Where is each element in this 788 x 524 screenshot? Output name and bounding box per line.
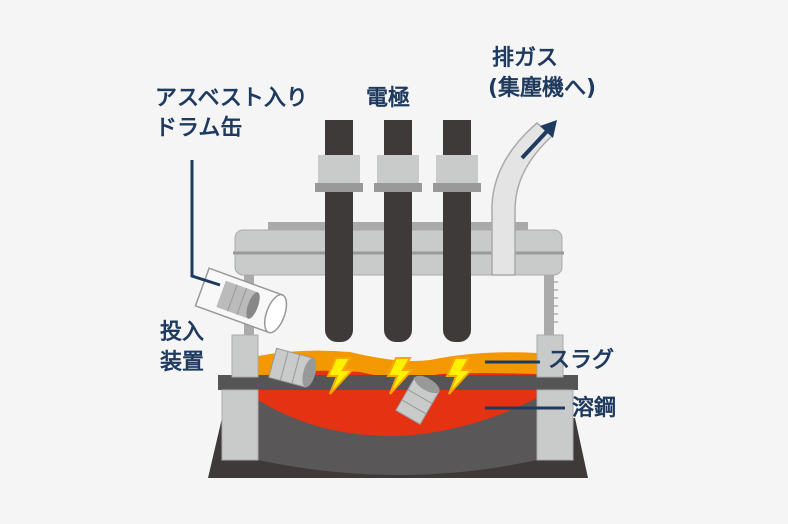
feeder-label-line1: 投入 (160, 320, 205, 345)
drum-in-slag (268, 347, 317, 388)
exhaust-arrow (520, 126, 552, 160)
electrodes (315, 120, 481, 342)
drum-label-line2: ドラム缶 (155, 116, 243, 141)
right-pillar (536, 334, 564, 378)
exhaust-arrow-head (540, 120, 557, 138)
drum-in-steel (395, 375, 440, 426)
exhaust-label-line2: (集塵機へ) (488, 76, 597, 101)
spark-icons (326, 357, 474, 395)
drum-label: アスベスト入り ドラム缶 (155, 84, 308, 144)
exhaust-label-line1: 排ガス (492, 46, 559, 71)
drum-leader-line (190, 160, 221, 287)
feeder-label-line2: 装置 (160, 350, 205, 375)
feeder-chute (194, 267, 288, 334)
spark-icon (445, 357, 474, 395)
electrode-label: 電極 (366, 86, 411, 111)
molten-steel-label: 溶鋼 (572, 396, 617, 421)
left-pillar (231, 334, 259, 378)
slag-label: スラグ (548, 348, 615, 373)
exhaust-label: 排ガス (集塵機へ) (488, 44, 596, 104)
spark-icon (386, 357, 415, 395)
right-base-block (536, 389, 574, 461)
feeder-label: 投入 装置 (160, 318, 204, 378)
drum-label-line1: アスベスト入り (155, 86, 308, 111)
rack-teeth (554, 281, 558, 323)
left-base-block (221, 389, 259, 461)
spark-icon (326, 357, 355, 395)
right-rack (544, 275, 554, 335)
